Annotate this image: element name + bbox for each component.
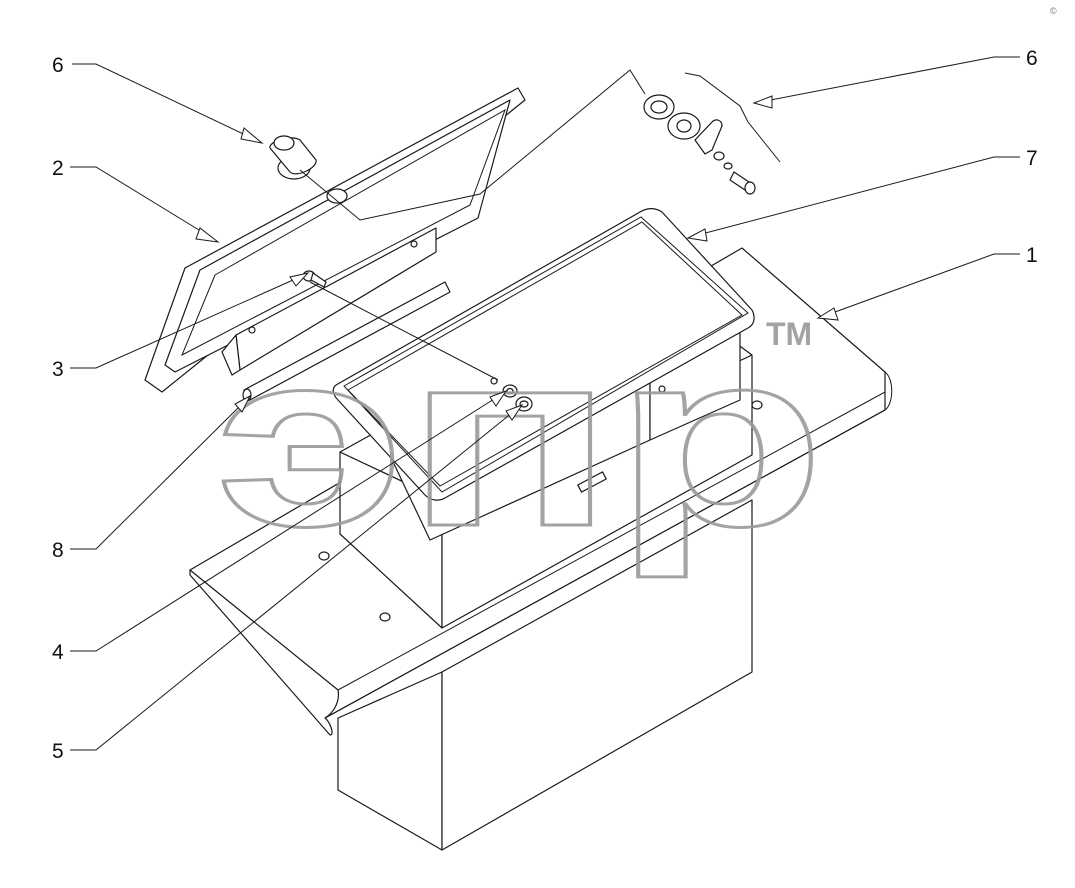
hinge-plate <box>221 227 437 376</box>
lock-assembly-part-6 <box>643 94 756 195</box>
callout-7: 7 <box>1026 147 1038 170</box>
lid-part-2 <box>144 87 526 393</box>
callout-8: 8 <box>52 539 64 562</box>
watermark-text: эпр <box>215 299 825 578</box>
callout-4: 4 <box>52 641 64 664</box>
watermark: эпр TM <box>214 298 827 580</box>
callout-6-right: 6 <box>1026 47 1038 70</box>
gasket-frame-part-7 <box>332 208 755 501</box>
callout-5: 5 <box>52 740 64 763</box>
lower-box-body <box>337 499 753 851</box>
corner-mark: © <box>1050 6 1057 16</box>
knob-part-6 <box>269 135 317 180</box>
callout-3: 3 <box>52 358 64 381</box>
callout-labels: 6 2 3 8 4 5 6 7 1 <box>52 47 1038 763</box>
callout-2: 2 <box>52 157 64 180</box>
washer-part-4 <box>490 377 518 398</box>
callout-6-left: 6 <box>52 54 64 77</box>
callout-1: 1 <box>1026 244 1038 267</box>
watermark-trademark: TM <box>766 316 812 352</box>
leader-lines <box>70 56 1020 751</box>
